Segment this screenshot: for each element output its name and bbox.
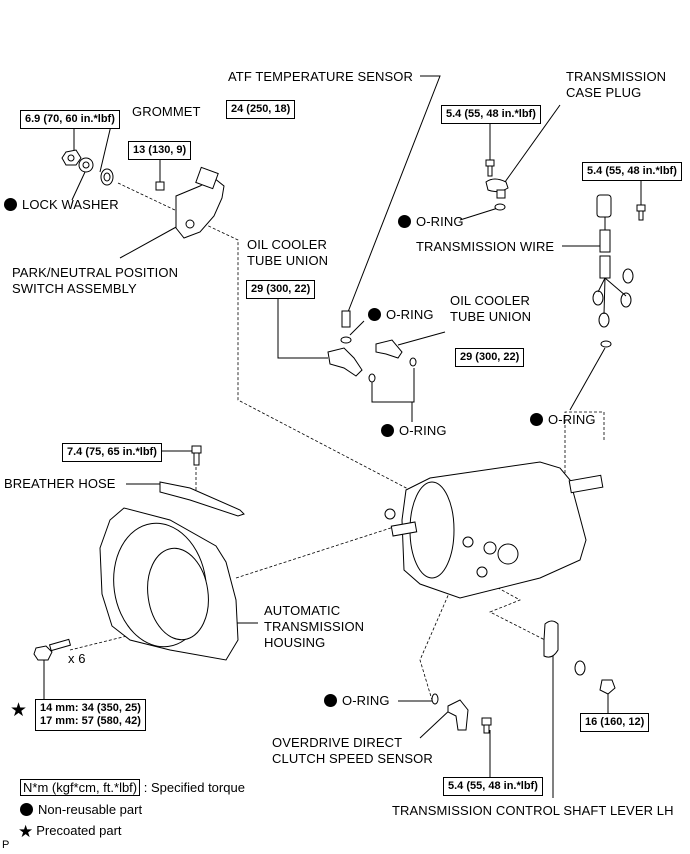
torque-housing-bolt-17mm: 17 mm: 57 (580, 42) bbox=[40, 715, 141, 727]
dashed-wire-axis bbox=[564, 411, 605, 520]
torque-nut-lock-washer: 6.9 (70, 60 in.*lbf) bbox=[20, 110, 120, 129]
label-oil-cooler-union-right-line1: OIL COOLER bbox=[450, 293, 530, 308]
torque-lever-nut: 16 (160, 12) bbox=[580, 713, 650, 732]
leader-lock-washer bbox=[71, 171, 86, 201]
leader-o-ring-right bbox=[569, 347, 606, 411]
torque-switch-bolt: 13 (130, 9) bbox=[128, 141, 192, 160]
non-reusable-icon bbox=[324, 694, 337, 707]
label-o-ring-unions: O-RING bbox=[381, 423, 447, 438]
torque-union-right: 29 (300, 22) bbox=[455, 348, 525, 367]
legend-precoated: ★Precoated part bbox=[18, 822, 122, 841]
torque-wire-bolt: 5.4 (55, 48 in.*lbf) bbox=[582, 162, 682, 181]
label-o-ring-case-plug: O-RING bbox=[398, 214, 464, 229]
torque-case-plug-bolt: 5.4 (55, 48 in.*lbf) bbox=[441, 105, 541, 124]
legend-torque-unit: N*m (kgf*cm, ft.*lbf) bbox=[20, 779, 141, 796]
label-transmission-case-plug-line1: TRANSMISSION bbox=[566, 69, 667, 84]
label-control-shaft-lever: TRANSMISSION CONTROL SHAFT LEVER LH bbox=[392, 803, 674, 818]
legend-torque-desc: : Specified torque bbox=[143, 780, 245, 795]
legend-non-reusable: Non-reusable part bbox=[20, 802, 142, 817]
torque-housing-bolt: 14 mm: 34 (350, 25) 17 mm: 57 (580, 42) bbox=[35, 699, 146, 731]
label-oil-cooler-union-right-line2: TUBE UNION bbox=[450, 309, 532, 324]
leader-atf-sensor bbox=[347, 75, 441, 313]
precoated-star-icon: ★ bbox=[18, 822, 34, 841]
label-park-neutral-line1: PARK/NEUTRAL POSITION bbox=[12, 265, 179, 280]
torque-od-sensor-bolt: 5.4 (55, 48 in.*lbf) bbox=[443, 777, 543, 796]
leader-o-ring-plug bbox=[459, 207, 499, 221]
leader-od-sensor bbox=[419, 707, 453, 739]
label-housing-line2: TRANSMISSION bbox=[264, 619, 365, 634]
switch-bolt-part bbox=[155, 181, 165, 191]
torque-housing-bolt-14mm: 14 mm: 34 (350, 25) bbox=[40, 702, 141, 714]
label-park-neutral-line2: SWITCH ASSEMBLY bbox=[12, 281, 137, 296]
torque-breather-bolt: 7.4 (75, 65 in.*lbf) bbox=[62, 443, 162, 462]
non-reusable-icon bbox=[368, 308, 381, 321]
park-neutral-switch-part bbox=[175, 177, 225, 239]
od-sensor-part bbox=[447, 699, 469, 731]
label-transmission-wire: TRANSMISSION WIRE bbox=[416, 239, 555, 254]
leader-union-right bbox=[397, 331, 446, 346]
label-oil-cooler-union-left-line1: OIL COOLER bbox=[247, 237, 327, 252]
label-o-ring-wire: O-RING bbox=[530, 412, 596, 427]
label-od-sensor-line2: CLUTCH SPEED SENSOR bbox=[272, 751, 433, 766]
label-lock-washer: LOCK WASHER bbox=[4, 197, 119, 212]
atf-sensor-part bbox=[341, 310, 351, 328]
label-transmission-case-plug-line2: CASE PLUG bbox=[566, 85, 642, 100]
non-reusable-icon bbox=[530, 413, 543, 426]
precoated-star-icon: ★ bbox=[10, 700, 28, 721]
leader-union-left bbox=[277, 295, 328, 359]
label-bolt-count: x 6 bbox=[68, 651, 86, 666]
case-plug-part bbox=[485, 178, 509, 193]
leader-park-switch bbox=[119, 225, 179, 259]
lever-nut-part bbox=[599, 679, 616, 695]
torque-union-left: 29 (300, 22) bbox=[246, 280, 316, 299]
housing-bolt-part bbox=[33, 645, 53, 661]
label-grommet: GROMMET bbox=[132, 104, 201, 119]
leader-o-ring-unions bbox=[371, 368, 415, 403]
label-breather-hose: BREATHER HOSE bbox=[4, 476, 116, 491]
non-reusable-icon bbox=[20, 803, 33, 816]
non-reusable-icon bbox=[398, 215, 411, 228]
oil-cooler-union-left-part bbox=[327, 347, 363, 377]
label-housing-line3: HOUSING bbox=[264, 635, 326, 650]
control-shaft-lever-part bbox=[543, 620, 559, 658]
non-reusable-icon bbox=[4, 198, 17, 211]
leader-o-ring-sensor bbox=[349, 320, 365, 336]
legend-torque: N*m (kgf*cm, ft.*lbf) : Specified torque bbox=[20, 779, 245, 796]
torque-atf-sensor: 24 (250, 18) bbox=[226, 100, 296, 119]
oil-cooler-union-right-part bbox=[375, 339, 403, 359]
lever-washer-part bbox=[574, 660, 586, 676]
label-oil-cooler-union-left-line2: TUBE UNION bbox=[247, 253, 329, 268]
transmission-wire-part bbox=[596, 194, 612, 218]
dashed-lever-axis bbox=[479, 577, 546, 641]
page-marker: P bbox=[2, 839, 10, 851]
label-housing-line1: AUTOMATIC bbox=[264, 603, 341, 618]
leader-case-plug bbox=[504, 104, 561, 183]
label-atf-temperature-sensor: ATF TEMPERATURE SENSOR bbox=[228, 69, 413, 84]
dashed-housing-axis bbox=[235, 524, 401, 579]
label-o-ring-atf-sensor: O-RING bbox=[368, 307, 434, 322]
non-reusable-icon bbox=[381, 424, 394, 437]
breather-hose-part bbox=[159, 481, 245, 517]
label-od-sensor-line1: OVERDRIVE DIRECT bbox=[272, 735, 403, 750]
label-o-ring-od-sensor: O-RING bbox=[324, 693, 390, 708]
